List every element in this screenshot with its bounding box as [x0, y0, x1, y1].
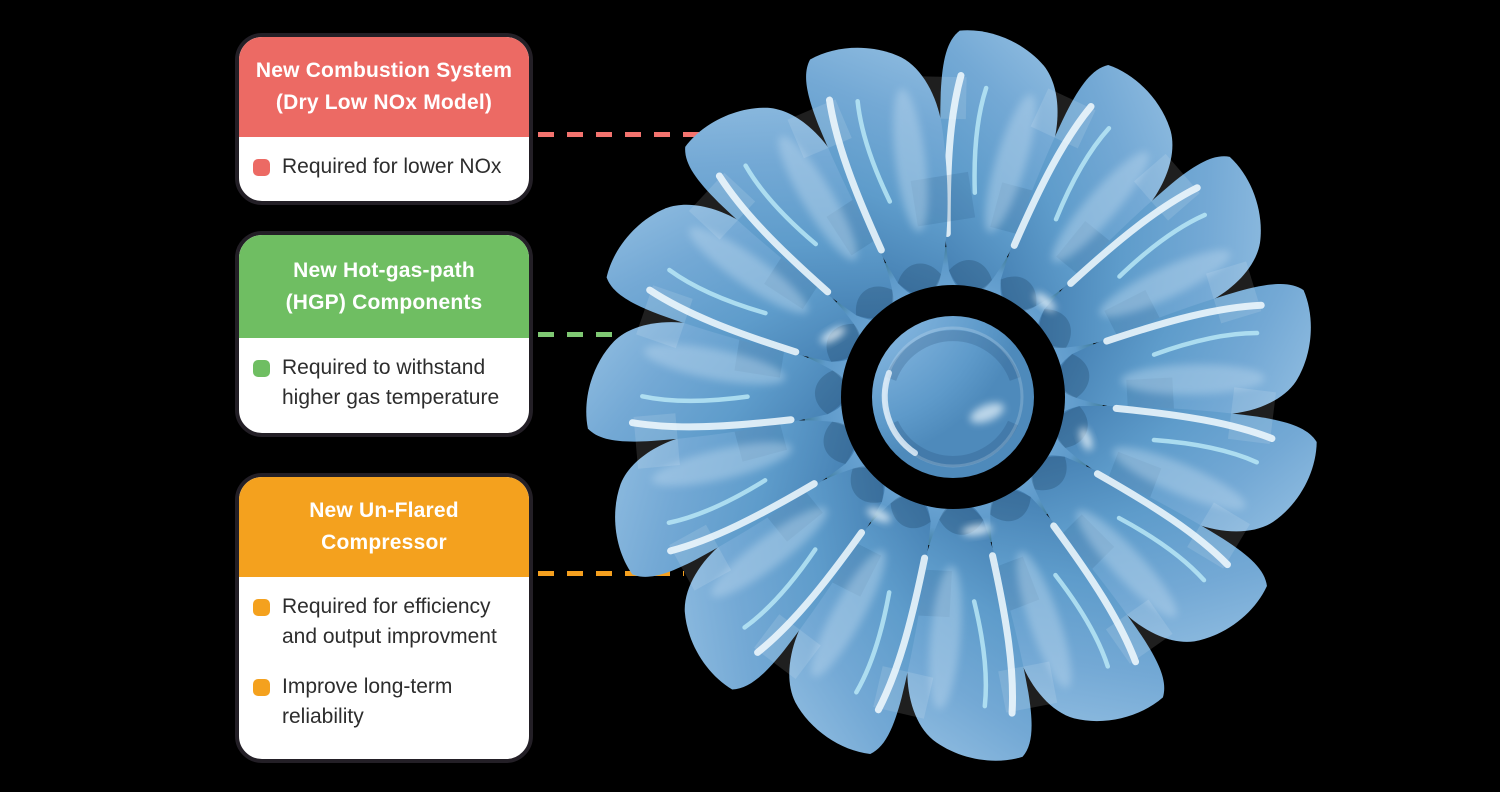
bullet-item: Required to withstand higher gas tempera…	[253, 353, 517, 413]
bullet-item: Required for efficiency and output impro…	[253, 592, 517, 652]
annulus-highlights	[820, 292, 1093, 536]
card-header-combustion: New Combustion System (Dry Low NOx Model…	[239, 37, 529, 137]
turbine-hub	[872, 316, 1034, 478]
bullet-square-icon	[253, 159, 270, 176]
dashed-leader-line-combustion	[538, 132, 714, 137]
callout-card-combustion: New Combustion System (Dry Low NOx Model…	[235, 33, 533, 205]
bullet-square-icon	[253, 599, 270, 616]
card-header-hgp: New Hot-gas-path (HGP) Components	[239, 235, 529, 338]
card-header-line: New Hot-gas-path	[293, 258, 475, 282]
bullet-text-line: reliability	[282, 705, 364, 728]
turbine-fan-illustration	[568, 7, 1338, 787]
card-body-compressor: Required for efficiency and output impro…	[239, 577, 529, 732]
dashed-leader-line-hgp	[538, 332, 620, 337]
card-header-compressor: New Un-Flared Compressor	[239, 477, 529, 577]
card-header-line: (Dry Low NOx Model)	[275, 91, 493, 114]
bullet-text-line: higher gas temperature	[282, 386, 500, 409]
callout-card-hgp: New Hot-gas-path (HGP) Components Requir…	[235, 231, 533, 437]
bullet-text: Required to withstand higher gas tempera…	[282, 353, 499, 413]
bullet-text: Required for efficiency and output impro…	[282, 592, 497, 652]
bullet-text: Required for lower NOx	[282, 152, 501, 182]
dashed-leader-line-compressor	[538, 571, 684, 576]
bullet-item: Improve long-term reliability	[253, 672, 517, 732]
bullet-text-line: Required for efficiency	[282, 595, 491, 618]
bullet-square-icon	[253, 360, 270, 377]
card-body-hgp: Required to withstand higher gas tempera…	[239, 338, 529, 413]
bullet-text-line: Improve long-term	[282, 675, 453, 698]
bullet-text-line: and output improvment	[282, 625, 497, 648]
bullet-text: Improve long-term reliability	[282, 672, 452, 732]
bullet-square-icon	[253, 679, 270, 696]
callout-card-compressor: New Un-Flared Compressor Required for ef…	[235, 473, 533, 763]
card-header-line: Compressor	[321, 531, 447, 554]
card-body-combustion: Required for lower NOx	[239, 137, 529, 182]
bullet-item: Required for lower NOx	[253, 152, 517, 182]
card-header-line: New Un-Flared	[309, 499, 459, 522]
bullet-text-line: Required for lower NOx	[282, 155, 502, 178]
bullet-text-line: Required to withstand	[282, 356, 486, 379]
card-header-line: (HGP) Components	[285, 290, 483, 314]
card-header-line: New Combustion System	[255, 59, 513, 82]
